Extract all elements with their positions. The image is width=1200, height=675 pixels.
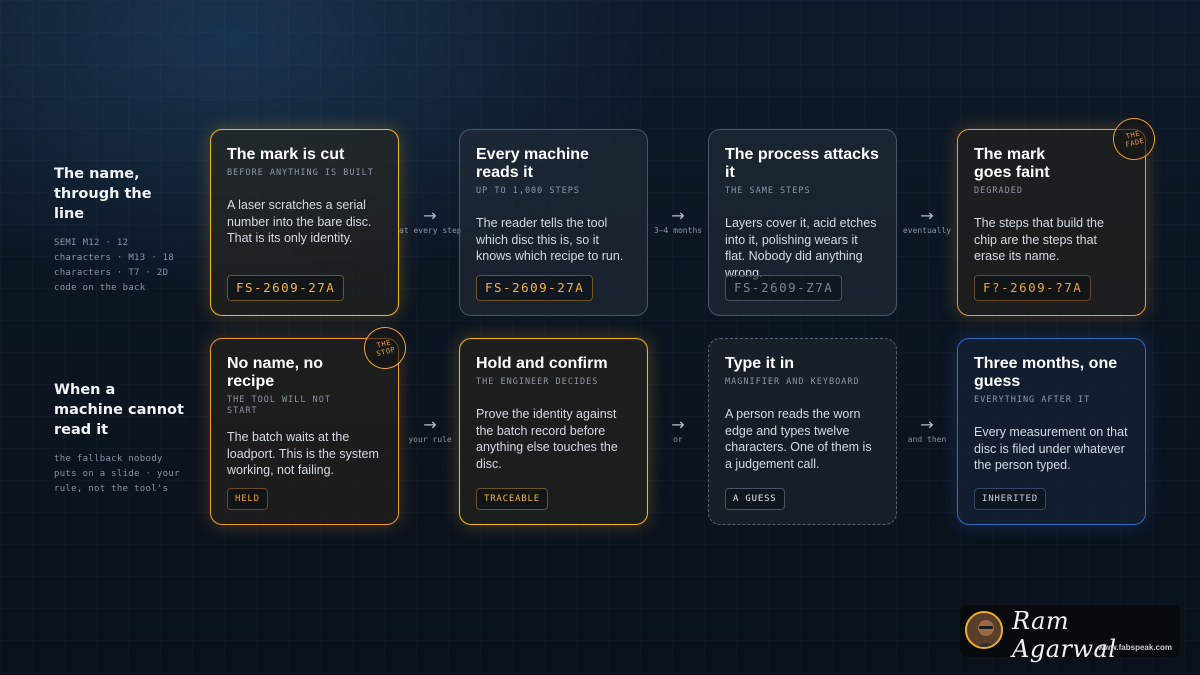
row-label-name-through-line: The name, through the line SEMI M12 · 12… (54, 164, 184, 296)
author-signature: Ram Agarwal www.fabspeak.com (960, 605, 1180, 663)
arrow-right-icon: → (671, 206, 685, 225)
card-title: The mark is cut (227, 146, 345, 163)
card-title: The mark goes faint (974, 146, 1050, 181)
serial-code: FS-2609-Z7A (725, 275, 843, 301)
website-url: www.fabspeak.com (1098, 643, 1172, 652)
card-hold-and-confirm: Hold and confirm THE ENGINEER DECIDES Pr… (459, 338, 648, 525)
card-subtitle: EVERYTHING AFTER IT (974, 395, 1091, 405)
card-title: Type it in (725, 355, 795, 372)
card-body: Prove the identity against the batch rec… (476, 407, 618, 471)
row-label-machine-cannot-read: When a machine cannot read it the fallba… (54, 380, 184, 497)
card-subtitle: THE SAME STEPS (725, 186, 811, 196)
status-tag: HELD (227, 488, 268, 510)
connector-label: or (673, 435, 683, 444)
row-subtitle: the fallback nobody puts on a slide · yo… (54, 454, 180, 494)
card-body: The batch waits at the loadport. This is… (227, 430, 379, 477)
card-no-name-no-recipe: No name, no recipe THE TOOL WILL NOT STA… (210, 338, 399, 525)
connector: → or (647, 415, 709, 445)
card-body: The steps that build the chip are the st… (974, 216, 1104, 263)
arrow-right-icon: → (423, 206, 437, 225)
card-subtitle: MAGNIFIER AND KEYBOARD (725, 377, 860, 387)
row-title: The name, through the line (54, 166, 152, 222)
card-every-machine-reads: Every machine reads it UP TO 1,000 STEPS… (459, 129, 648, 316)
connector-label: and then (907, 435, 947, 444)
avatar (965, 611, 1003, 649)
card-title: Three months, one guess (974, 355, 1118, 390)
status-tag: TRACEABLE (476, 488, 548, 510)
card-title: No name, no recipe (227, 355, 324, 390)
status-tag: A GUESS (725, 488, 785, 510)
card-title: Hold and confirm (476, 355, 608, 372)
card-title: The process attacks it (725, 146, 879, 181)
connector-label: your rule (408, 435, 452, 444)
connector: → and then (896, 415, 958, 445)
signature-name: Ram Agarwal (1012, 607, 1117, 663)
serial-code: F?-2609-?7A (974, 275, 1092, 301)
card-process-attacks: The process attacks it THE SAME STEPS La… (708, 129, 897, 316)
card-subtitle: THE TOOL WILL NOT START (227, 395, 331, 416)
card-mark-goes-faint: The mark goes faint DEGRADED The steps t… (957, 129, 1146, 316)
card-body: A laser scratches a serial number into t… (227, 198, 372, 245)
row-subtitle: SEMI M12 · 12 characters · M13 · 18 char… (54, 238, 175, 293)
card-subtitle: UP TO 1,000 STEPS (476, 186, 580, 196)
card-type-it-in: Type it in MAGNIFIER AND KEYBOARD A pers… (708, 338, 897, 525)
connector: → 3–4 months (647, 206, 709, 236)
serial-code: FS-2609-27A (476, 275, 594, 301)
arrow-right-icon: → (423, 415, 437, 434)
card-body: Every measurement on that disc is filed … (974, 425, 1128, 472)
card-subtitle: BEFORE ANYTHING IS BUILT (227, 168, 374, 178)
status-tag: INHERITED (974, 488, 1046, 510)
connector: → at every step (399, 206, 462, 236)
row-title: When a machine cannot read it (54, 382, 184, 438)
card-title: Every machine reads it (476, 146, 589, 181)
card-mark-is-cut: The mark is cut BEFORE ANYTHING IS BUILT… (210, 129, 399, 316)
card-subtitle: DEGRADED (974, 186, 1023, 196)
connector: → your rule (399, 415, 461, 445)
arrow-right-icon: → (671, 415, 685, 434)
card-body: A person reads the worn edge and types t… (725, 407, 872, 471)
card-subtitle: THE ENGINEER DECIDES (476, 377, 599, 387)
arrow-right-icon: → (920, 415, 934, 434)
connector: → eventually (896, 206, 958, 236)
card-three-months-one-guess: Three months, one guess EVERYTHING AFTER… (957, 338, 1146, 525)
connector-label: at every step (399, 226, 462, 235)
connector-label: eventually (902, 226, 952, 235)
serial-code: FS-2609-27A (227, 275, 345, 301)
card-body: Layers cover it, acid etches into it, po… (725, 216, 877, 280)
connector-label: 3–4 months (653, 226, 703, 235)
arrow-right-icon: → (920, 206, 934, 225)
card-body: The reader tells the tool which disc thi… (476, 216, 624, 263)
